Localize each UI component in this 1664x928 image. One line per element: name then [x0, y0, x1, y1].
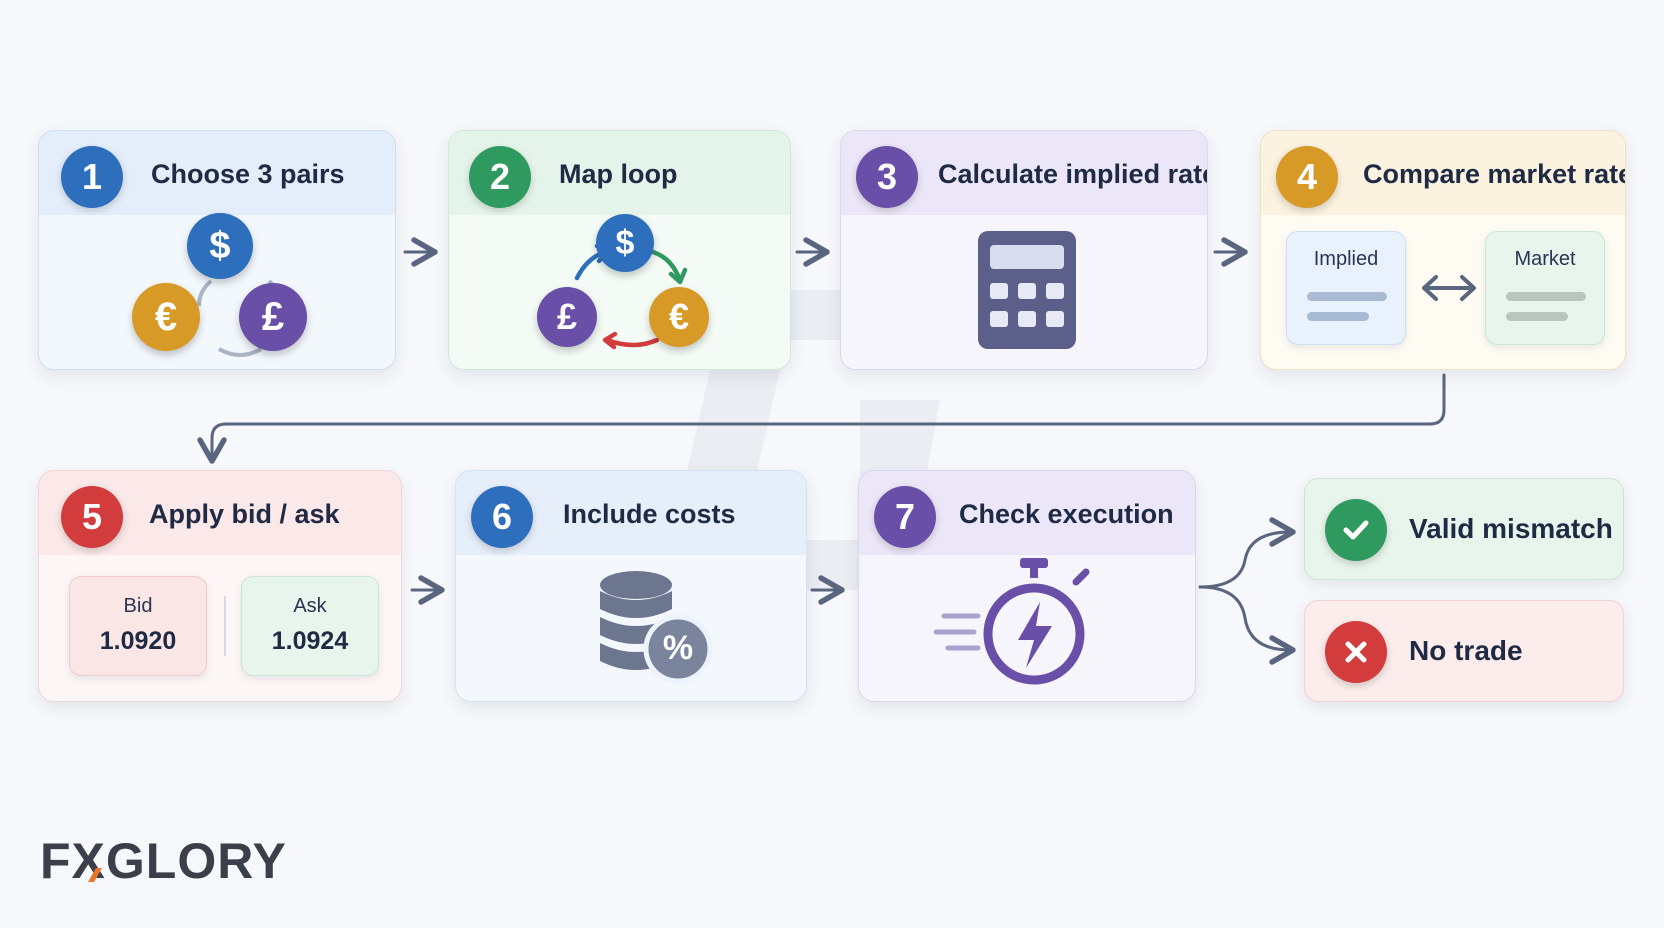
dollar-coin-icon: $ [187, 213, 253, 279]
divider [224, 596, 226, 656]
step-number-badge: 6 [471, 486, 533, 548]
implied-panel: Implied [1286, 231, 1406, 345]
step-number-badge: 3 [856, 146, 918, 208]
bid-value: 1.0920 [99, 627, 177, 655]
step-title: Calculate implied rate [938, 159, 1208, 189]
bid-label: Bid [123, 595, 153, 617]
arrow-4-5 [197, 373, 1446, 464]
step-number-badge: 7 [874, 486, 936, 548]
step-title: Compare market rate [1363, 159, 1626, 189]
stopwatch-lightning-icon [934, 558, 1090, 685]
euro-coin-icon: € [649, 287, 709, 347]
step-card-7: 7 Check execution [858, 470, 1196, 702]
step-card-4: 4 Compare market rate Implied Market [1260, 130, 1626, 370]
ask-value: 1.0924 [271, 627, 349, 655]
bid-panel: Bid 1.0920 [69, 576, 207, 676]
double-arrow-icon [1422, 275, 1476, 301]
market-label: Market [1514, 248, 1576, 270]
step-card-2: 2 Map loop $ £ € [448, 130, 791, 370]
check-icon [1325, 499, 1387, 561]
ask-panel: Ask 1.0924 [241, 576, 379, 676]
implied-line-1 [1307, 292, 1387, 301]
implied-label: Implied [1313, 248, 1379, 270]
step-title: Choose 3 pairs [151, 159, 345, 189]
logo-accent-mark [88, 868, 102, 882]
step-title: Check execution [959, 499, 1174, 529]
logo-suffix: GLORY [105, 833, 287, 889]
step-card-6: 6 Include costs % [455, 470, 807, 702]
arrow-7-notrade [1198, 585, 1296, 665]
step-card-3: 3 Calculate implied rate [840, 130, 1208, 370]
pound-coin-icon: £ [239, 283, 307, 351]
implied-line-2 [1307, 312, 1369, 321]
step-title: Map loop [559, 159, 678, 189]
close-icon [1325, 621, 1387, 683]
euro-coin-icon: € [132, 283, 200, 351]
brand-logo: FXGLORY [40, 832, 287, 890]
calculator-icon [978, 231, 1076, 349]
database-percent-icon [600, 571, 713, 684]
step-title: Apply bid / ask [149, 499, 340, 529]
market-line-2 [1506, 312, 1568, 321]
step-card-5: 5 Apply bid / ask Bid 1.0920 Ask 1.0924 [38, 470, 402, 702]
outcome-valid-mismatch: Valid mismatch [1304, 478, 1624, 580]
step-number-badge: 4 [1276, 146, 1338, 208]
step-title: Include costs [563, 499, 736, 529]
market-line-1 [1506, 292, 1586, 301]
outcome-no-trade: No trade [1304, 600, 1624, 702]
step-number-badge: 2 [469, 146, 531, 208]
outcome-label: Valid mismatch [1409, 513, 1613, 544]
step-number-badge: 1 [61, 146, 123, 208]
percent-symbol: % [662, 629, 694, 667]
dollar-coin-icon: $ [596, 214, 654, 272]
step-number-badge: 5 [61, 486, 123, 548]
pound-coin-icon: £ [537, 287, 597, 347]
step-card-1: 1 Choose 3 pairs $ € £ [38, 130, 396, 370]
arrow-7-valid [1198, 517, 1296, 589]
market-panel: Market [1485, 231, 1605, 345]
ask-label: Ask [293, 595, 327, 617]
outcome-label: No trade [1409, 635, 1523, 666]
